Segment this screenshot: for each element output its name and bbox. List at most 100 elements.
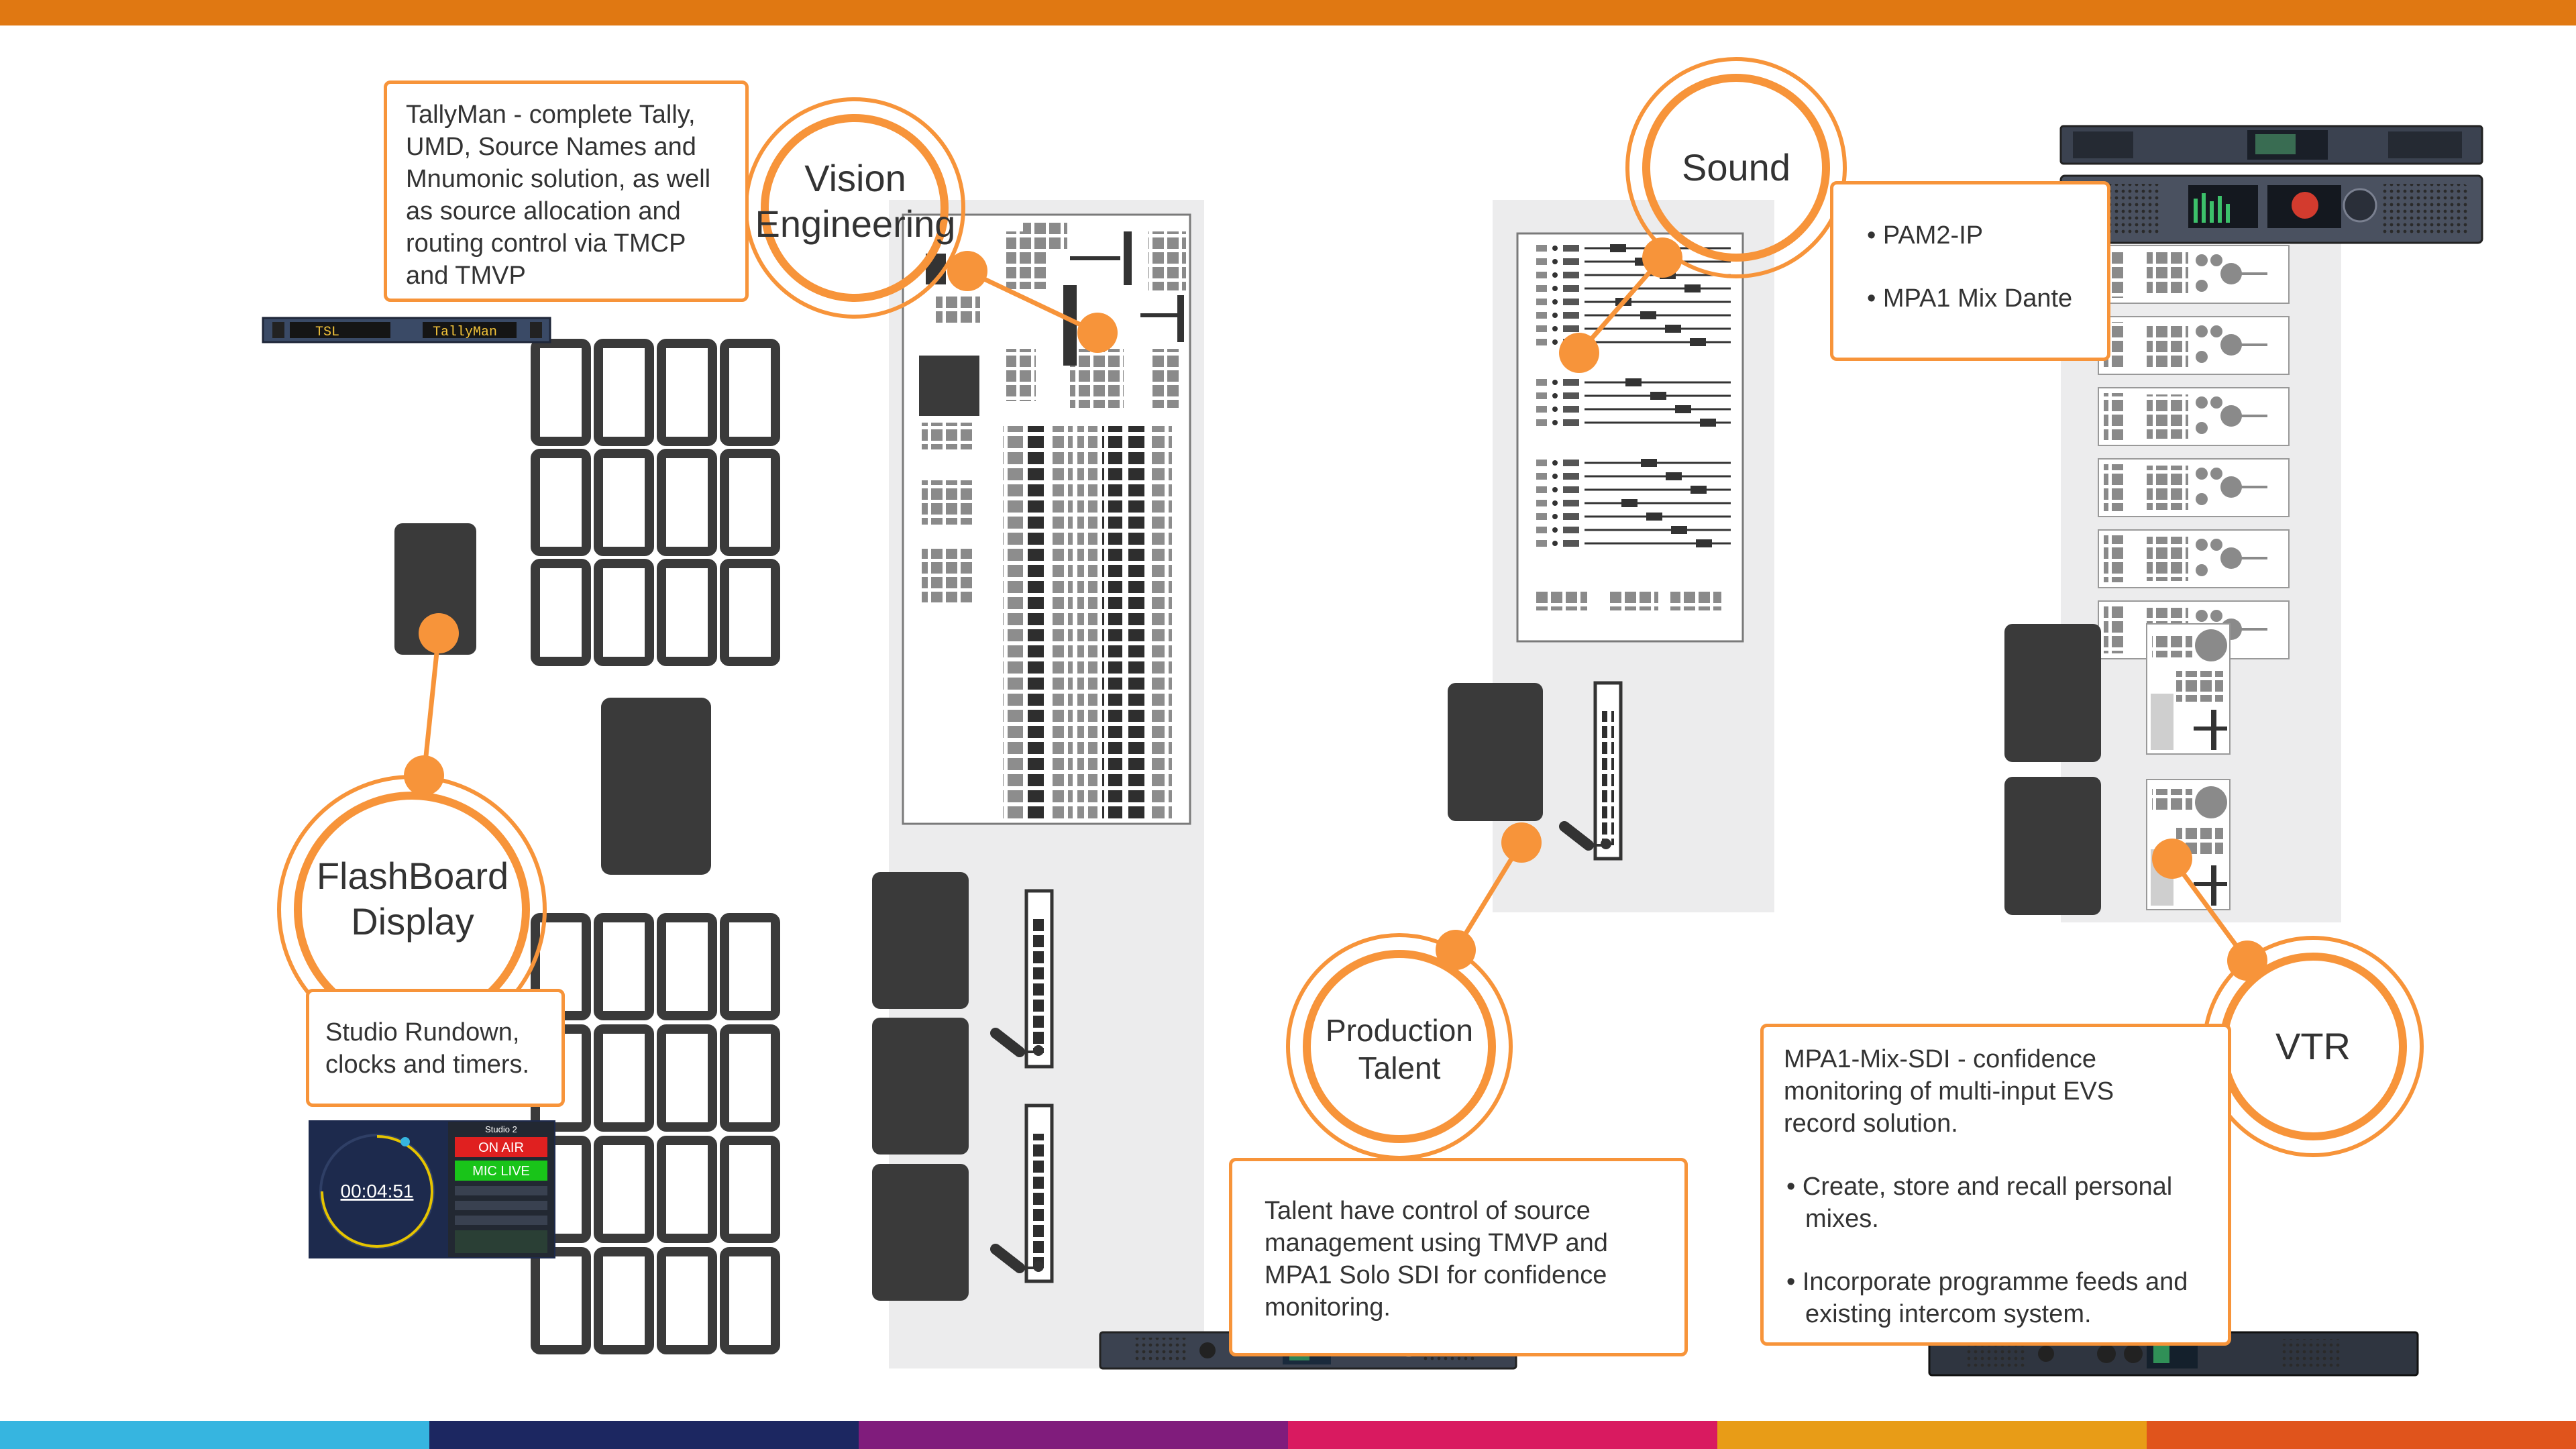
bottom-bar-segment <box>859 1421 1288 1449</box>
sound-channel-key <box>1563 312 1579 319</box>
vtr-control-panels <box>2098 245 2290 659</box>
vtr-panel-keys <box>2147 466 2188 510</box>
sound-channel-key <box>1563 325 1579 332</box>
monitor-frame <box>720 913 780 1020</box>
vtr-panel-keys <box>2147 394 2188 439</box>
monitor-frame <box>657 1247 717 1354</box>
callout-line: as source allocation and <box>406 197 681 225</box>
callout-line: record solution. <box>1784 1110 1958 1138</box>
callout-line: management using TMVP and <box>1265 1229 1608 1257</box>
vtr-panel-jog <box>2220 476 2242 498</box>
vision-engineering-label: Vision Engineering <box>751 156 959 247</box>
tallyman-callout: TallyMan - complete Tally, UMD, Source Na… <box>384 80 749 302</box>
sound-channel-key <box>1536 486 1547 493</box>
sound-item-mpa1-mix-dante: • MPA1 Mix Dante <box>1867 284 2073 313</box>
monitor-frame <box>720 1247 780 1354</box>
engineering-label-line: Engineering <box>755 203 956 245</box>
studio-panel <box>601 698 711 875</box>
tallyman-umd-right: TallyMan <box>433 325 497 340</box>
sound-channel-key <box>1536 460 1547 466</box>
vtr-monitor-1 <box>2004 624 2101 762</box>
callout-line: clocks and timers. <box>325 1051 530 1079</box>
sound-fader-knob <box>1641 459 1657 467</box>
monitor-frame <box>657 913 717 1020</box>
sound-channel-key <box>1536 527 1547 533</box>
sound-channel-key <box>1536 299 1547 305</box>
vtr-panel-keys <box>2104 535 2125 582</box>
sound-fader-knob <box>1696 539 1712 547</box>
vtr-panel-button <box>2196 325 2208 337</box>
vtr-panel-keys <box>2104 393 2125 440</box>
mic-live-indicator: MIC LIVE <box>472 1164 530 1179</box>
callout-line: monitoring. <box>1265 1293 1391 1322</box>
sound-channel-key <box>1536 258 1547 265</box>
sound-channel-led <box>1552 380 1558 385</box>
vtr-panel-button <box>2196 564 2208 576</box>
bottom-bar-segment <box>1288 1421 1717 1449</box>
mpa1-mix-dante-unit <box>2059 174 2483 244</box>
sound-channel-key <box>1536 419 1547 426</box>
monitor-frame <box>657 339 717 446</box>
callout-line: TallyMan - complete Tally, <box>406 101 696 129</box>
vtr-panel-button <box>2210 610 2222 622</box>
callout-line: routing control via TMCP <box>406 229 686 258</box>
vtr-panel-button <box>2196 351 2208 363</box>
sound-channel-key <box>1563 245 1579 252</box>
callout-line: UMD, Source Names and <box>406 133 696 161</box>
monitor-frame <box>720 339 780 446</box>
vision-monitor-unit-1 <box>990 889 1054 1069</box>
monitor-frame <box>657 1136 717 1243</box>
sound-fader-knob <box>1666 472 1682 480</box>
sound-channel-led <box>1552 487 1558 492</box>
sound-fader-knob <box>1690 486 1707 494</box>
vtr-label: VTR <box>2275 1025 2351 1067</box>
vtr-panel-button <box>2196 254 2208 266</box>
vtr-panel-button <box>2196 422 2208 434</box>
callout-line: Studio Rundown, <box>325 1018 520 1046</box>
sound-channel-key <box>1536 272 1547 278</box>
monitor-frame <box>657 1024 717 1132</box>
callout-line: MPA1 Solo SDI for confidence <box>1265 1261 1607 1289</box>
sound-channel-key <box>1563 513 1579 520</box>
sound-channel-key <box>1563 460 1579 466</box>
vtr-panel-button <box>2196 610 2208 622</box>
sound-callout: • PAM2-IP • MPA1 Mix Dante <box>1830 181 2110 361</box>
monitor-frame <box>531 1247 591 1354</box>
monitor-frame <box>657 559 717 666</box>
vtr-monitor-2 <box>2004 777 2101 915</box>
vtr-panel-button <box>2210 254 2222 266</box>
monitor-frame <box>720 449 780 556</box>
sound-channel-led <box>1552 527 1558 533</box>
sound-channel-led <box>1552 299 1558 305</box>
top-color-bar <box>0 0 2576 25</box>
monitor-frame <box>594 1024 654 1132</box>
vtr-remote-panel-1 <box>2146 623 2231 755</box>
talent-monitor-unit <box>1559 681 1623 861</box>
flashboard-clock: 00:04:51 <box>341 1181 414 1201</box>
sound-channel-key <box>1563 392 1579 399</box>
monitor-frame <box>594 339 654 446</box>
vtr-panel-jog <box>2220 405 2242 427</box>
sound-channel-key <box>1563 486 1579 493</box>
sound-label: Sound <box>1682 146 1790 189</box>
sound-channel-key <box>1536 339 1547 345</box>
vtr-panel-keys <box>2147 252 2188 297</box>
sound-channel-key <box>1536 312 1547 319</box>
talent-label-line: Talent <box>1358 1051 1441 1085</box>
production-label-line: Production <box>1326 1013 1473 1048</box>
flashboard-studio-name: Studio 2 <box>485 1124 517 1134</box>
sound-channel-led <box>1552 339 1558 345</box>
sound-channel-key <box>1563 272 1579 278</box>
sound-fader-knob <box>1690 338 1706 346</box>
sound-mixing-desk <box>1516 232 1744 643</box>
sound-channel-key <box>1563 379 1579 386</box>
vtr-panel-jog <box>2220 547 2242 569</box>
sound-fader-knob <box>1625 378 1642 386</box>
monitor-frame <box>594 559 654 666</box>
sound-channel-led <box>1552 259 1558 264</box>
sound-fader-knob <box>1650 392 1666 400</box>
monitor-wall-lower <box>531 913 780 1354</box>
